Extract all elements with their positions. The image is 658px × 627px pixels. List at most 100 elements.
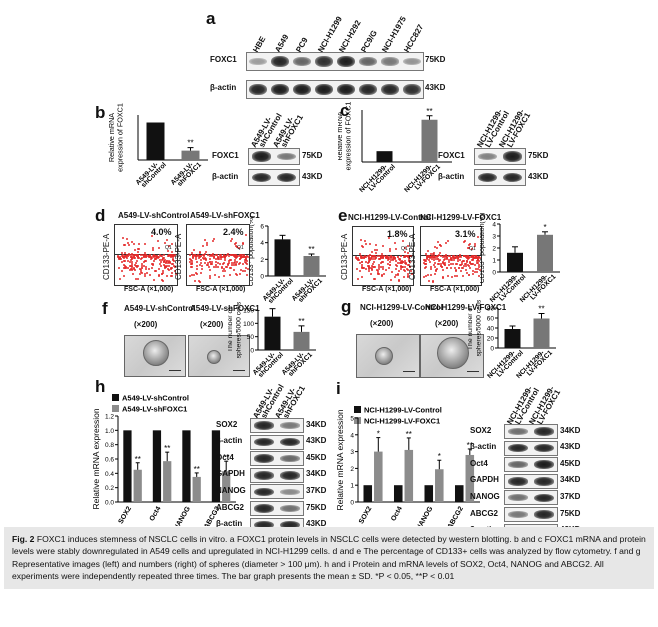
event-dot [141,257,144,260]
event-dot [433,253,436,256]
event-dot [366,261,369,264]
event-dot [170,243,173,246]
event-dot [207,265,210,268]
event-dot [121,269,124,272]
y-tick-label: 4 [260,240,264,247]
event-dot [243,270,246,273]
y-tick-label: 1 [350,483,354,490]
event-dot [228,259,231,262]
band [251,172,272,183]
event-dot [141,254,144,257]
event-dot [238,258,241,261]
event-dot [397,273,400,276]
band [533,510,555,519]
event-dot [195,255,198,258]
event-dot [429,256,432,259]
significance-label: ** [467,441,473,450]
event-dot [451,276,454,279]
event-dot [193,255,196,258]
event-dot [167,245,170,248]
event-dot [231,238,234,241]
band [533,460,555,470]
event-dot [474,255,477,258]
event-dot [358,258,361,261]
band [533,443,555,453]
event-dot [133,243,136,245]
event-dot [202,255,205,257]
band [507,428,529,435]
event-dot [144,273,147,276]
y-axis-label: The number of [468,306,474,350]
significance-label: ** [194,465,200,474]
event-dot [138,268,141,271]
event-dot [189,259,192,262]
event-dot [444,254,447,257]
micro-magnification: (×200) [435,319,459,328]
event-dot [466,256,469,259]
event-dot [431,256,434,259]
event-dot [363,240,366,243]
event-dot [241,262,244,265]
event-dot [174,272,177,275]
event-dot [393,241,396,244]
event-dot [404,260,407,263]
event-dot [455,268,458,271]
event-dot [407,259,410,261]
event-dot [128,253,131,256]
y-axis-label: expression of FOXC1 [344,102,353,171]
event-dot [478,274,481,277]
band [533,493,555,503]
bar [211,430,221,502]
event-dot [215,258,218,261]
row-label: Oct4 [216,452,234,462]
event-dot [163,267,166,270]
event-dot [151,248,154,251]
bar [376,151,393,162]
event-dot [406,244,409,247]
event-dot [388,250,391,253]
event-dot [206,242,209,245]
event-dot [459,254,462,257]
event-dot [218,258,221,261]
event-dot [130,264,133,267]
event-dot [448,261,451,264]
kd-label: 37KD [560,491,581,501]
bar [146,122,165,160]
lane-label: HCC827 [401,22,425,54]
event-dot [124,265,127,268]
event-dot [213,256,216,259]
event-dot [360,275,363,278]
event-dot [468,243,471,246]
event-dot [432,281,435,284]
event-dot [122,255,125,258]
event-dot [136,248,139,251]
event-dot [466,261,469,264]
event-dot [197,255,200,258]
event-dot [473,263,476,266]
event-dot [391,259,394,262]
event-dot [219,254,222,257]
event-dot [443,258,446,261]
event-dot [406,269,409,272]
event-dot [371,257,374,260]
event-dot [150,234,153,237]
event-dot [460,255,463,258]
event-dot [134,249,137,252]
event-dot [374,252,377,255]
event-dot [135,278,138,281]
event-dot [439,264,442,267]
event-dot [363,255,366,257]
event-dot [475,261,478,264]
band [279,488,301,495]
event-dot [394,273,397,276]
kd-label: 75KD [425,55,446,64]
event-dot [121,252,124,255]
event-dot [167,269,170,272]
event-dot [448,264,451,267]
event-dot [367,260,370,263]
event-dot [235,245,238,248]
legend-label: NCI-H1299-LV-FOXC1 [364,417,440,426]
y-axis-label: Relative mRNA expression [336,409,345,510]
y-axis-label: spheres/5000 cells [476,299,483,356]
